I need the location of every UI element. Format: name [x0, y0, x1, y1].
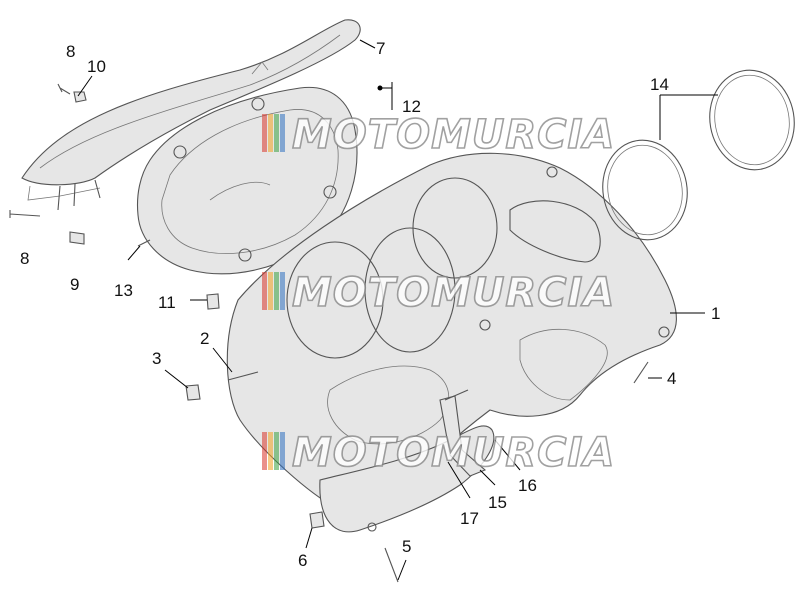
callout-6: 6	[298, 551, 307, 570]
part-upper-cover	[21, 19, 361, 211]
watermark-stripe	[268, 432, 273, 470]
callout-4: 4	[667, 369, 676, 388]
watermark-stripe	[274, 432, 279, 470]
callout-17: 17	[460, 509, 479, 528]
callout-2: 2	[200, 329, 209, 348]
watermark-stripe	[262, 272, 267, 310]
watermark-stripe	[280, 272, 285, 310]
callout-8-top: 8	[66, 42, 75, 61]
watermark-stripe	[280, 114, 285, 152]
part-lower-panel	[319, 395, 495, 533]
callout-5: 5	[402, 537, 411, 556]
callout-16: 16	[518, 476, 537, 495]
watermark-stripe	[262, 114, 267, 152]
watermark-text: MOTOMURCIA	[292, 430, 615, 476]
watermark-stripe	[262, 432, 267, 470]
callout-1: 1	[711, 304, 720, 323]
leader-lines	[77, 39, 718, 581]
watermark-middle: MOTOMURCIA	[262, 269, 615, 317]
callout-labels: 1 2 3 4 5 6 7 8 8 9 10 11 12 13 14 15 16…	[20, 39, 720, 570]
watermark-stripe	[274, 114, 279, 152]
part-front-shield	[226, 152, 677, 514]
callout-13: 13	[114, 281, 133, 300]
part-bezel-rings	[602, 69, 795, 241]
watermark-text: MOTOMURCIA	[292, 270, 615, 316]
callout-14: 14	[650, 75, 669, 94]
watermark-stripe	[268, 114, 273, 152]
callout-9: 9	[70, 275, 79, 294]
callout-12: 12	[402, 97, 421, 116]
callout-10: 10	[87, 57, 106, 76]
watermark-stripe	[268, 272, 273, 310]
callout-11: 11	[158, 293, 176, 312]
callout-15: 15	[488, 493, 507, 512]
watermark-stripe	[274, 272, 279, 310]
callout-8-bottom: 8	[20, 249, 29, 268]
watermark-stripe	[280, 432, 285, 470]
watermark-bottom: MOTOMURCIA	[262, 429, 615, 477]
callout-7: 7	[376, 39, 385, 58]
watermark-text: MOTOMURCIA	[292, 112, 615, 158]
watermark-top: MOTOMURCIA	[262, 111, 615, 159]
callout-3: 3	[152, 349, 161, 368]
